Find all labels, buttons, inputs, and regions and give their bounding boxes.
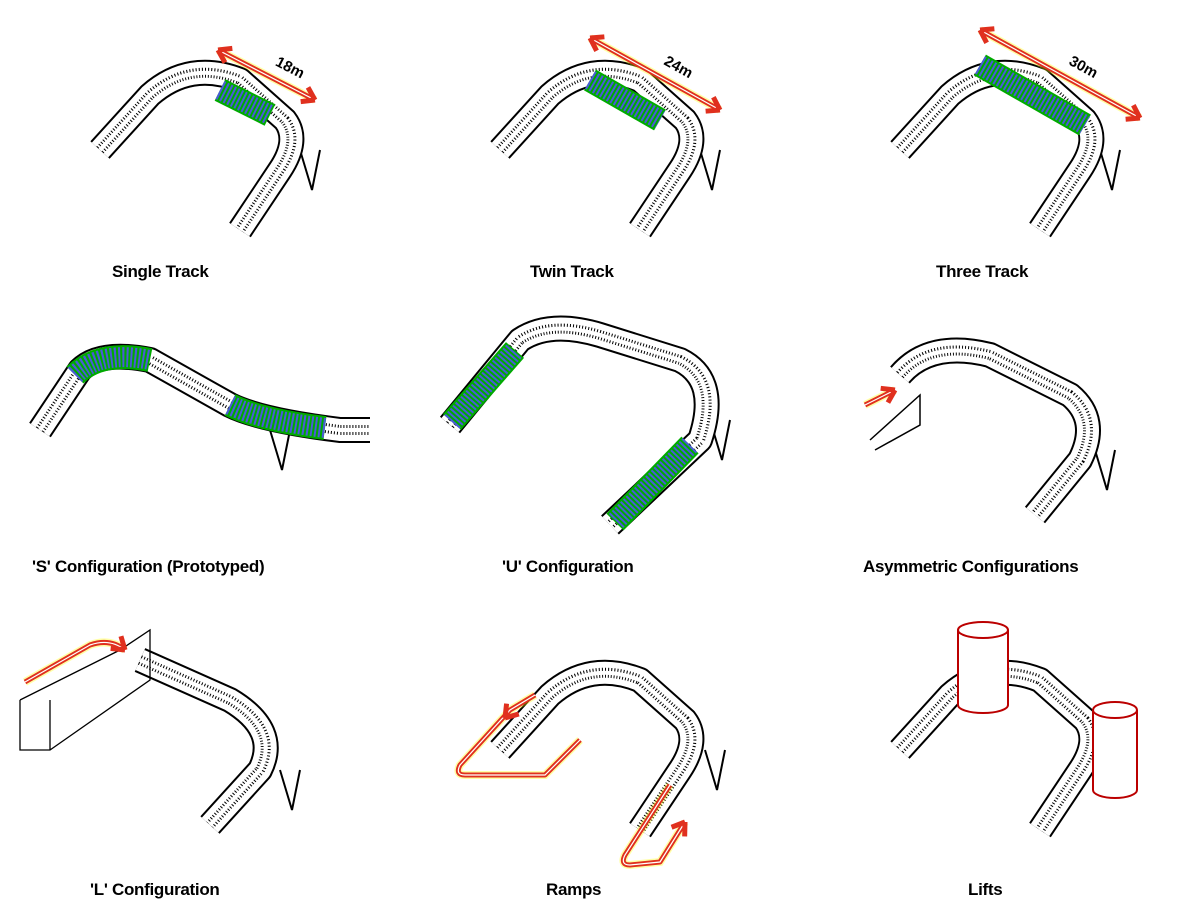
- panel-u-configuration: 'U' Configuration: [400, 300, 800, 600]
- panel-l-configuration: 'L' Configuration: [0, 600, 400, 900]
- highlight-module: [215, 81, 275, 124]
- arrow-core: [457, 694, 581, 776]
- track-center: [448, 326, 709, 527]
- panel-label: Asymmetric Configurations: [863, 557, 1079, 576]
- lifts-drawing: [890, 621, 1138, 838]
- arrow-head-icon: [502, 703, 520, 721]
- arrow-core: [622, 784, 686, 866]
- track-body: [891, 339, 1099, 522]
- track-center: [898, 348, 1090, 517]
- twin-track-drawing: 24m: [490, 34, 723, 238]
- track-center: [498, 670, 694, 832]
- asymmetric-drawing: [863, 337, 1116, 524]
- l-configuration-drawing: [19, 628, 301, 834]
- support-leg: [279, 769, 301, 811]
- panel-label: Single Track: [112, 262, 209, 281]
- support-leg: [269, 429, 291, 471]
- panel-asymmetric: Asymmetric Configurations: [800, 300, 1200, 600]
- red-arrow: [23, 639, 127, 685]
- panel-label: Lifts: [968, 880, 1003, 899]
- panel-s-configuration: 'S' Configuration (Prototyped): [0, 300, 400, 600]
- highlight-module: [607, 438, 698, 529]
- panel-ramps: Ramps: [400, 600, 800, 900]
- ground-line: [869, 393, 921, 451]
- arrow-head-icon: [215, 45, 233, 64]
- panel-lifts: Lifts: [800, 600, 1200, 900]
- track-body: [135, 649, 277, 833]
- track-center: [98, 70, 294, 232]
- lift-shaft: [1092, 710, 1138, 799]
- panel-label: 'S' Configuration (Prototyped): [32, 557, 265, 576]
- lift-top: [957, 621, 1009, 639]
- arrow-head-icon: [977, 26, 995, 44]
- lift-top: [1092, 701, 1138, 719]
- track-center: [139, 658, 268, 827]
- panel-label: Twin Track: [530, 262, 614, 281]
- arrow-head-icon: [1125, 104, 1143, 122]
- support-leg: [1099, 149, 1121, 191]
- arrow-core: [864, 389, 896, 406]
- single-track-drawing: 18m: [90, 45, 321, 238]
- support-leg: [699, 149, 721, 191]
- highlight-module: [67, 347, 152, 383]
- arrow-head-icon: [705, 96, 723, 114]
- ramps-drawing: [454, 659, 726, 870]
- arrow-head-icon: [300, 86, 318, 105]
- panel-label: 'L' Configuration: [90, 880, 220, 899]
- arrow-head-icon: [110, 635, 128, 653]
- arrow-head-icon: [880, 385, 898, 404]
- panel-label: Three Track: [936, 262, 1029, 281]
- support-leg: [704, 749, 726, 791]
- arrow-head-icon: [670, 819, 688, 837]
- highlight-edge: [442, 342, 525, 430]
- track-center: [498, 70, 694, 232]
- highlight-module: [225, 395, 327, 438]
- track-center: [898, 70, 1094, 232]
- arrow-core: [217, 49, 316, 101]
- highlight-module: [585, 71, 665, 129]
- arrow-core: [979, 29, 1141, 119]
- s-configuration-drawing: [29, 343, 370, 471]
- panel-label: Ramps: [546, 880, 602, 899]
- panel-label: 'U' Configuration: [502, 557, 634, 576]
- u-configuration-drawing: [439, 315, 731, 535]
- lift-shaft: [957, 630, 1009, 714]
- three-track-drawing: 30m: [890, 26, 1143, 238]
- arrow-core: [589, 37, 721, 111]
- arrow-head-icon: [587, 34, 605, 52]
- highlight-module: [975, 56, 1090, 134]
- support-leg: [299, 149, 321, 191]
- support-leg: [1094, 449, 1116, 491]
